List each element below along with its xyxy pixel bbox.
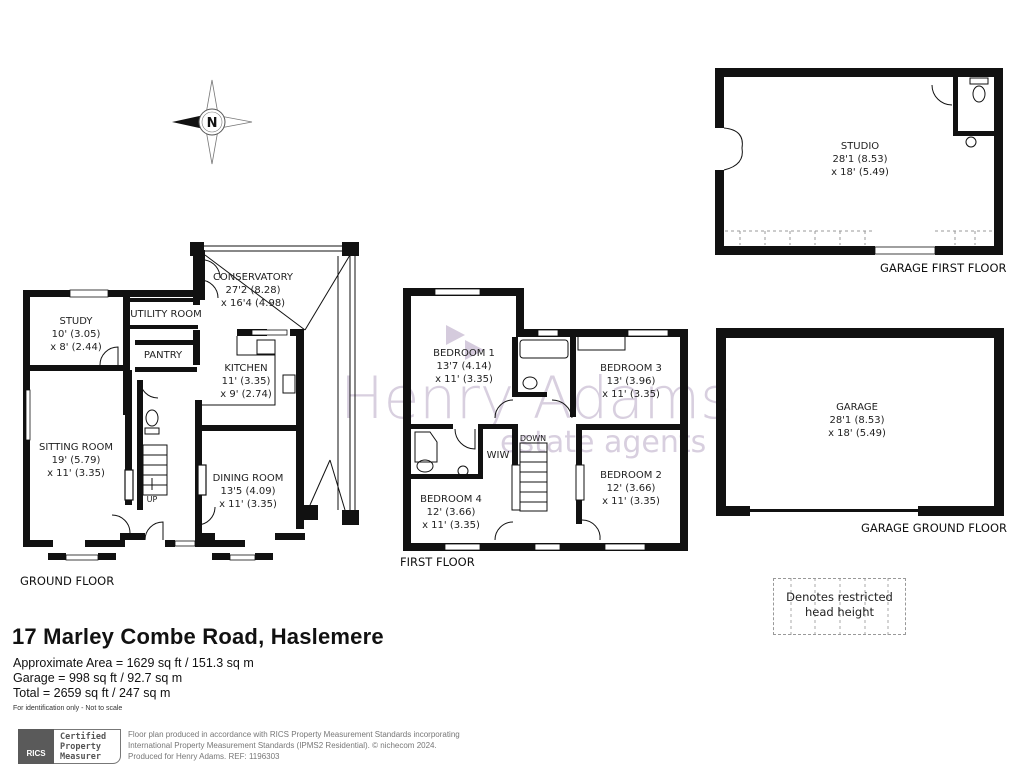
svg-text:BEDROOM 4: BEDROOM 4 (420, 494, 482, 505)
svg-text:12' (3.66): 12' (3.66) (607, 483, 656, 494)
first-floor-lines (414, 337, 626, 541)
rics-logo-text: RICS (26, 749, 46, 758)
ground-floor-label: GROUND FLOOR (20, 574, 114, 588)
compass-label: N (207, 116, 218, 131)
svg-text:27'2 (8.28): 27'2 (8.28) (225, 285, 280, 296)
legend-line1: Denotes restricted (786, 590, 893, 604)
svg-text:12' (3.66): 12' (3.66) (427, 507, 476, 518)
svg-text:x 11' (3.35): x 11' (3.35) (435, 374, 493, 385)
svg-text:x 9' (2.74): x 9' (2.74) (220, 389, 272, 400)
svg-text:x 11' (3.35): x 11' (3.35) (422, 520, 480, 531)
total-area: Total = 2659 sq ft / 247 sq m (13, 686, 171, 700)
svg-text:UTILITY ROOM: UTILITY ROOM (130, 309, 202, 320)
compass-rose-icon: N (172, 79, 253, 165)
svg-text:x 11' (3.35): x 11' (3.35) (602, 496, 660, 507)
badge-line1: Certified (60, 732, 107, 742)
svg-text:SITTING ROOM: SITTING ROOM (39, 442, 113, 453)
svg-text:13'5 (4.09): 13'5 (4.09) (220, 486, 275, 497)
garage-ground-floor-plan (716, 328, 1004, 516)
watermark-line1: Henry Adams (340, 364, 730, 432)
legend-line2: head height (804, 605, 875, 619)
first-floor-plan (403, 288, 688, 551)
badge-line3: Measurer (60, 752, 101, 762)
garage-first-lines (723, 77, 993, 245)
svg-text:x 11' (3.35): x 11' (3.35) (219, 499, 277, 510)
footer-notice: Floor plan produced in accordance with R… (128, 729, 460, 762)
garage-first-labels: STUDIO 28'1 (8.53) x 18' (5.49) GARAGE F… (831, 141, 1006, 275)
svg-text:x 11' (3.35): x 11' (3.35) (47, 468, 105, 479)
svg-text:x 11' (3.35): x 11' (3.35) (602, 389, 660, 400)
garage-area: Garage = 998 sq ft / 92.7 sq m (13, 671, 183, 685)
svg-text:BEDROOM 2: BEDROOM 2 (600, 470, 662, 481)
ground-floor-plan (23, 242, 359, 561)
footer-line1: Floor plan produced in accordance with R… (128, 730, 460, 739)
rics-logo: RICS (18, 729, 54, 764)
svg-text:WIW: WIW (487, 450, 510, 461)
garage-ground-labels: GARAGE 28'1 (8.53) x 18' (5.49) GARAGE G… (828, 402, 1007, 535)
svg-text:11' (3.35): 11' (3.35) (222, 376, 271, 387)
first-floor-label: FIRST FLOOR (400, 555, 475, 569)
restricted-height-legend-text: Denotes restricted head height (773, 590, 906, 620)
svg-text:x 8' (2.44): x 8' (2.44) (50, 342, 102, 353)
restricted-height-legend (773, 578, 906, 635)
first-floor-labels: BEDROOM 1 13'7 (4.14) x 11' (3.35) BEDRO… (400, 348, 662, 569)
svg-text:STUDY: STUDY (59, 316, 93, 327)
svg-text:DINING ROOM: DINING ROOM (213, 473, 284, 484)
svg-text:28'1 (8.53): 28'1 (8.53) (832, 154, 887, 165)
svg-text:13'7 (4.14): 13'7 (4.14) (436, 361, 491, 372)
svg-text:PANTRY: PANTRY (144, 350, 183, 361)
svg-text:28'1 (8.53): 28'1 (8.53) (829, 415, 884, 426)
garage-first-floor-plan (715, 68, 1003, 255)
footer-line3: Produced for Henry Adams. REF: 1196303 (128, 752, 280, 761)
svg-text:x 18' (5.49): x 18' (5.49) (831, 167, 889, 178)
ground-floor-labels: CONSERVATORY 27'2 (8.28) x 16'4 (4.98) U… (20, 272, 294, 588)
certified-property-measurer-badge: Certified Property Measurer (54, 729, 121, 764)
svg-text:BEDROOM 3: BEDROOM 3 (600, 363, 662, 374)
disclaimer: For identification only - Not to scale (13, 705, 123, 712)
footer-line2: International Property Measurement Stand… (128, 741, 437, 750)
svg-text:KITCHEN: KITCHEN (224, 363, 267, 374)
property-address: 17 Marley Combe Road, Haslemere (12, 624, 384, 649)
badge-line2: Property (60, 742, 101, 752)
ground-floor-lines (99, 245, 356, 541)
garage-ground-floor-label: GARAGE GROUND FLOOR (861, 521, 1007, 535)
approximate-area: Approximate Area = 1629 sq ft / 151.3 sq… (13, 656, 254, 670)
svg-text:x 16'4 (4.98): x 16'4 (4.98) (221, 298, 285, 309)
svg-text:x 18' (5.49): x 18' (5.49) (828, 428, 886, 439)
svg-text:DOWN: DOWN (520, 434, 546, 443)
svg-text:13' (3.96): 13' (3.96) (607, 376, 656, 387)
svg-text:GARAGE: GARAGE (836, 402, 878, 413)
svg-text:BEDROOM 1: BEDROOM 1 (433, 348, 495, 359)
svg-text:STUDIO: STUDIO (841, 141, 879, 152)
garage-first-floor-label: GARAGE FIRST FLOOR (880, 261, 1006, 275)
svg-text:UP: UP (147, 495, 158, 504)
svg-text:10' (3.05): 10' (3.05) (52, 329, 101, 340)
svg-text:19' (5.79): 19' (5.79) (52, 455, 101, 466)
svg-text:CONSERVATORY: CONSERVATORY (213, 272, 294, 283)
